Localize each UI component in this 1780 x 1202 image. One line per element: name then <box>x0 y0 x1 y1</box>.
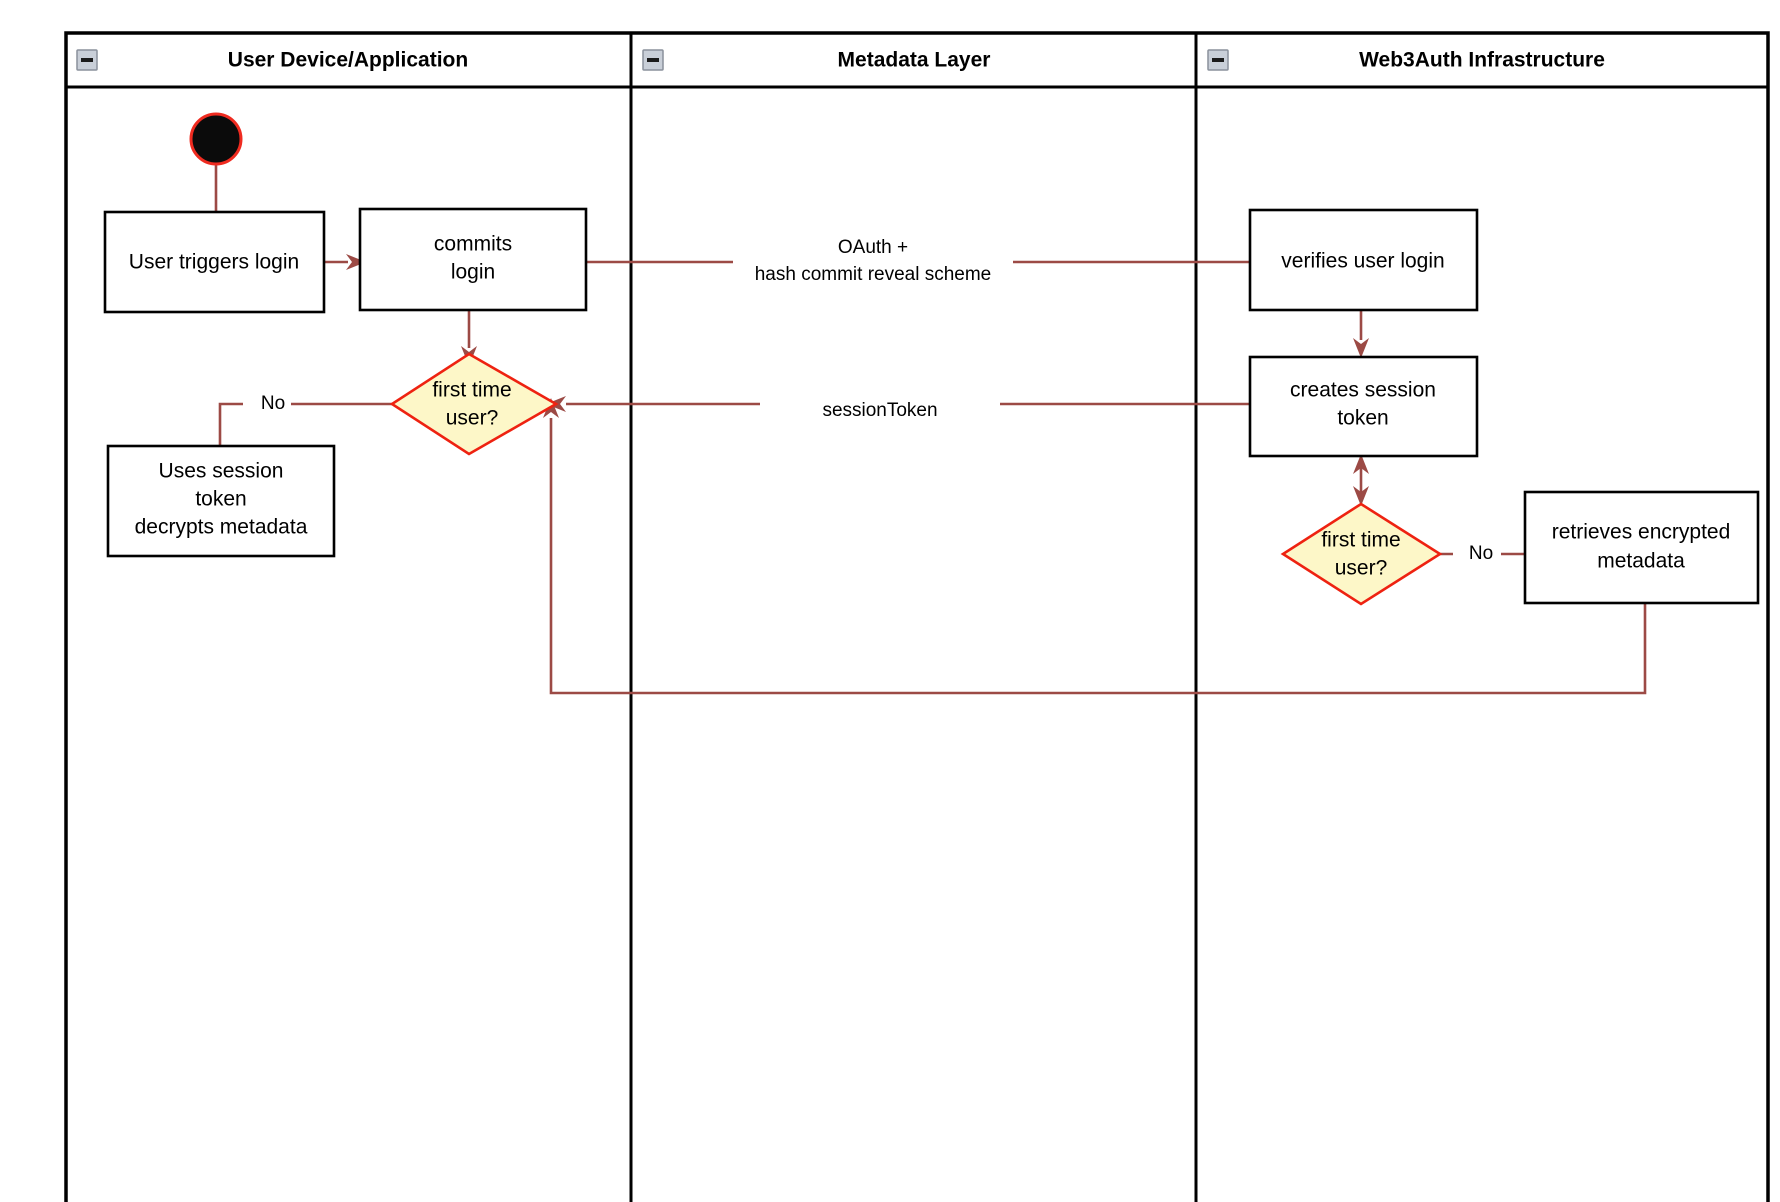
node-label-uses-session-token-line3: decrypts metadata <box>135 516 308 539</box>
pool-outline <box>64 31 1770 1202</box>
node-label-uses-session-token-line2: token <box>195 488 246 511</box>
edge-label-oauth-line2: hash commit reveal scheme <box>755 264 992 285</box>
edge-decision-right-no: No <box>1440 540 1525 568</box>
edge-label-no-left: No <box>261 393 285 414</box>
node-label-creates-session-token-line1: creates session <box>1290 379 1436 402</box>
node-label-creates-session-token-line2: token <box>1337 407 1388 430</box>
lane-header-user-device <box>64 31 633 89</box>
node-label-commits-login-line1: commits <box>434 233 512 256</box>
edge-trigger-to-commits <box>324 254 366 270</box>
node-label-first-time-user-left-line2: user? <box>446 407 499 430</box>
node-label-uses-session-token-line1: Uses session <box>159 460 284 483</box>
node-first-time-user-right[interactable]: first time user? <box>1280 502 1443 606</box>
lane-body-metadata-layer <box>629 85 1198 1202</box>
node-user-triggers-login[interactable]: User triggers login <box>103 210 326 314</box>
node-label-commits-login-line2: login <box>451 261 495 284</box>
node-uses-session-token[interactable]: Uses session token decrypts metadata <box>106 444 336 558</box>
edge-creates-to-decision-right <box>1353 454 1369 506</box>
node-first-time-user-left[interactable]: first time user? <box>389 352 559 456</box>
node-start[interactable] <box>189 112 243 166</box>
lane-title-web3auth: Web3Auth Infrastructure <box>1359 49 1605 72</box>
node-creates-session-token[interactable]: creates session token <box>1248 355 1479 458</box>
node-label-first-time-user-right-line2: user? <box>1335 557 1388 580</box>
edge-label-oauth-line1: OAuth + <box>838 237 908 258</box>
node-label-first-time-user-right-line1: first time <box>1321 529 1400 552</box>
lane-metadata-layer[interactable]: Metadata Layer <box>629 31 1198 1202</box>
edge-decision-left-no: No <box>218 390 392 446</box>
node-label-retrieves-encrypted-metadata-line1: retrieves encrypted <box>1552 521 1731 544</box>
collapse-minus-icon[interactable] <box>76 49 98 71</box>
lane-title-user-device: User Device/Application <box>228 49 468 72</box>
edge-verifies-to-creates <box>1353 310 1369 358</box>
edge-commits-to-verifies: OAuth + hash commit reveal scheme <box>586 237 1250 285</box>
lane-header-metadata-layer <box>629 31 1198 89</box>
edge-label-session-token: sessionToken <box>822 400 937 421</box>
collapse-minus-icon[interactable] <box>1207 49 1229 71</box>
node-label-verifies-user-login: verifies user login <box>1281 250 1444 273</box>
node-verifies-user-login[interactable]: verifies user login <box>1248 208 1479 312</box>
lane-title-metadata-layer: Metadata Layer <box>838 49 991 72</box>
edge-label-no-right: No <box>1469 543 1493 564</box>
collapse-minus-icon[interactable] <box>642 49 664 71</box>
lane-web3auth-infrastructure[interactable]: Web3Auth Infrastructure <box>1194 31 1770 1202</box>
node-label-first-time-user-left-line1: first time <box>432 379 511 402</box>
lane-header-web3auth <box>1194 31 1770 89</box>
node-label-retrieves-encrypted-metadata-line2: metadata <box>1597 550 1685 573</box>
node-label-user-triggers-login: User triggers login <box>129 251 299 274</box>
node-commits-login[interactable]: commits login <box>358 207 588 312</box>
node-retrieves-encrypted-metadata[interactable]: retrieves encrypted metadata <box>1523 490 1760 605</box>
